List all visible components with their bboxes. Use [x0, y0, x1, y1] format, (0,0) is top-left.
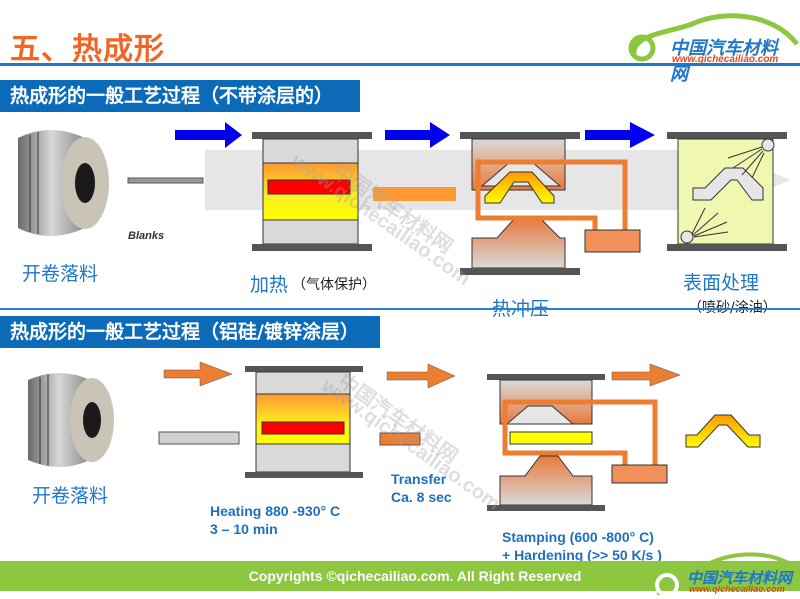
footer-logo-name: 中国汽车材料网 [687, 569, 793, 587]
step-uncoil-label: 开卷落料 [22, 263, 99, 285]
step-surface-label: 表面处理 [683, 272, 760, 294]
step-heating-note: （气体保护） [292, 277, 376, 293]
car-swoosh-icon [655, 552, 800, 597]
step2-stamping-line2: + Hardening (>> 50 K/s ) [502, 547, 662, 563]
section2-heading: 热成形的一般工艺过程（铝硅/镀锌涂层） [0, 316, 380, 348]
arrow-right-icon [386, 363, 456, 389]
car-swoosh-icon [628, 13, 799, 62]
section1-diagram [18, 122, 790, 275]
arrow-right-icon [585, 122, 655, 148]
step2-uncoil-label: 开卷落料 [32, 485, 109, 507]
step2-heating-line2: 3 – 10 min [210, 521, 278, 537]
transfer-blank [379, 432, 421, 446]
furnace [252, 132, 372, 251]
blanks-label: Blanks [128, 230, 165, 242]
footer-logo-url: www.qichecailiao.com [689, 584, 785, 594]
arrow-right-icon [175, 122, 242, 148]
section1-heading: 热成形的一般工艺过程（不带涂层的） [0, 80, 360, 112]
footer-copyright: Copyrights ©qichecailiao.com. All Right … [248, 568, 582, 584]
step2-heating-line1: Heating 880 -930° C [210, 503, 341, 519]
step-heating-label: 加热 [250, 274, 289, 296]
steel-coil-icon [28, 373, 114, 467]
blank-strip [158, 431, 240, 445]
logo-name: 中国汽车材料网 [670, 38, 778, 85]
arrow-right-icon [385, 122, 450, 148]
steel-coil-icon [18, 130, 109, 236]
furnace [245, 366, 363, 478]
section2-diagram [28, 361, 761, 511]
step-surface-note: （喷砂/涂油） [688, 300, 777, 316]
stamping-press [487, 374, 668, 511]
surface-treatment-chamber [667, 132, 787, 251]
page-title: 五、热成形 [10, 32, 165, 67]
footer-logo[interactable]: 中国汽车材料网 www.qichecailiao.com [645, 545, 800, 599]
step2-stamping-line1: Stamping (600 -800° C) [502, 529, 654, 545]
step2-transfer-line2: Ca. 8 sec [391, 489, 452, 505]
arrow-right-icon [611, 363, 681, 387]
header-divider [0, 63, 800, 66]
blank-strip [127, 177, 204, 184]
transfer-blank [373, 187, 456, 201]
hardened-part [685, 414, 761, 448]
arrow-right-icon [163, 361, 233, 387]
header-logo[interactable]: 中国汽车材料网 www.qichecailiao.com [612, 4, 799, 85]
hot-stamping-press [460, 132, 641, 275]
section-divider [0, 308, 800, 310]
logo-url: www.qichecailiao.com [672, 54, 779, 65]
step2-transfer-line1: Transfer [391, 471, 447, 487]
